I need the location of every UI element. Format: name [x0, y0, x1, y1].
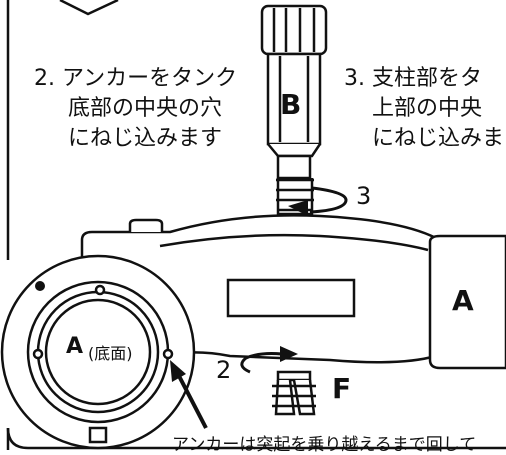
label-part-a: A [452, 284, 474, 317]
inset-label-bottom: (底面) [88, 344, 133, 363]
step2-line2: 底部の中央の穴 [68, 96, 223, 121]
label-part-b: B [280, 88, 302, 121]
bottom-view-inset [0, 254, 196, 450]
pointer-arrow [170, 360, 208, 429]
label-part-f: F [332, 372, 352, 405]
post-b [260, 4, 328, 216]
step2-line1: 2. アンカーをタンク [34, 66, 238, 91]
step2-line3: にねじ込みます [68, 126, 223, 151]
step3-line2: 上部の中央 [372, 96, 483, 121]
callout-frame [6, 0, 506, 450]
label-turn-3: 3 [356, 182, 372, 210]
step3-line3: にねじ込みま [372, 126, 505, 151]
caption: アンカーは突起を乗り越えるまで回して [172, 435, 477, 455]
anchor-f [272, 370, 316, 416]
label-turn-2: 2 [216, 356, 232, 384]
step3-line1: 3. 支柱部をタ [344, 66, 482, 91]
inset-label-a: A [66, 334, 84, 359]
rotate-arrow-3 [288, 186, 348, 216]
callout-dot [35, 281, 45, 291]
rotate-arrow-2 [240, 346, 298, 374]
